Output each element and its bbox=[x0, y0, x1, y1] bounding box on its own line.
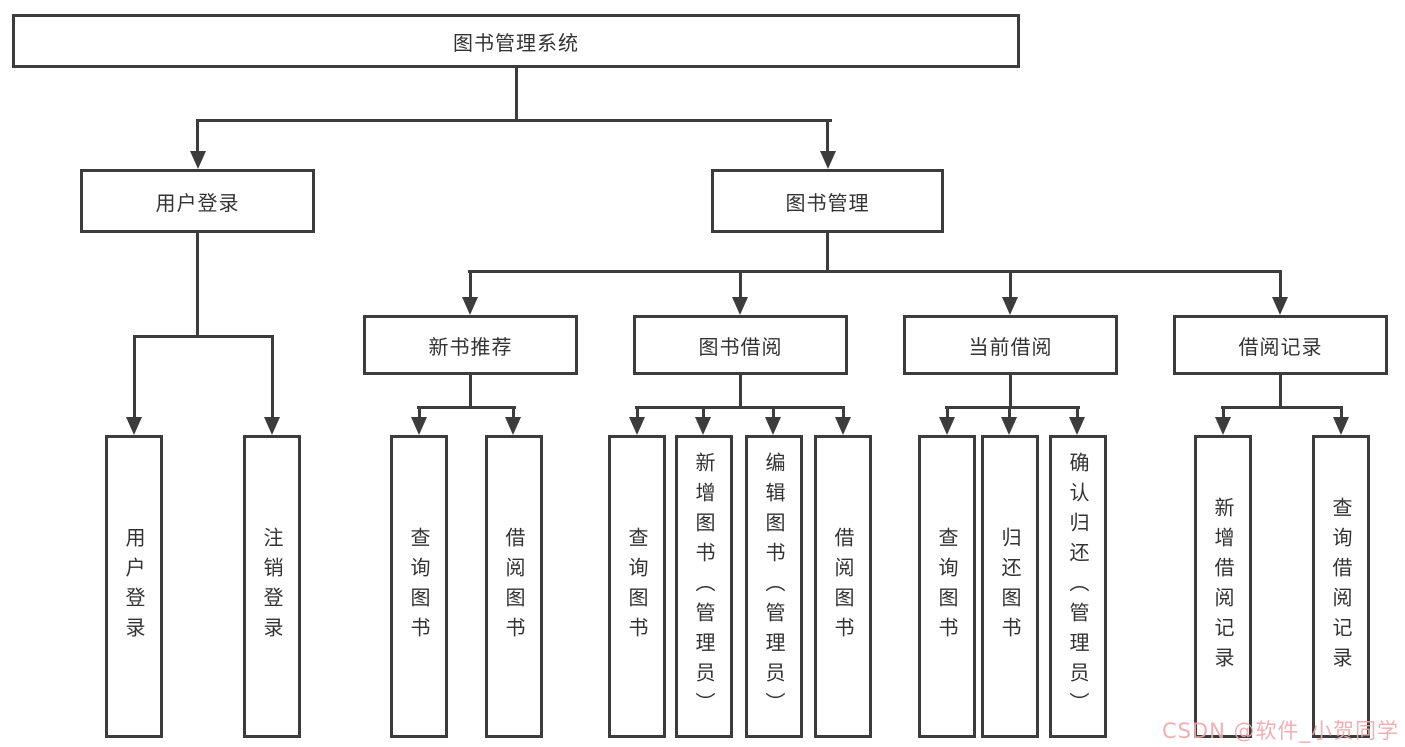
edge-new-book-recommend-down bbox=[469, 375, 472, 408]
edge-stem-leaf bbox=[1222, 406, 1225, 419]
node-user-login-label: 用户登录 bbox=[155, 190, 240, 215]
leaf-borrowing-query-books: 查询图书 bbox=[608, 435, 666, 738]
edge-borrowing-leaves-horizontal bbox=[635, 406, 845, 409]
arrow-into-leaf-borrowing-query bbox=[629, 417, 645, 435]
edge-user-login-down bbox=[196, 233, 199, 337]
arrow-into-leaf-recommend-query bbox=[411, 417, 427, 435]
edge-stem-leaf bbox=[1076, 406, 1079, 419]
node-book-management: 图书管理 bbox=[711, 169, 944, 233]
node-root-label: 图书管理系统 bbox=[453, 30, 579, 55]
leaf-logout-label: 注销登录 bbox=[260, 526, 284, 647]
leaf-records-query-record-label: 查询借阅记录 bbox=[1329, 496, 1353, 677]
edge-borrowing-records-down bbox=[1279, 375, 1282, 408]
leaf-current-query-books-label: 查询图书 bbox=[935, 526, 959, 647]
edge-current-leaves-horizontal bbox=[945, 406, 1080, 409]
edge-current-borrowing-down bbox=[1009, 375, 1012, 408]
node-borrowing-records: 借阅记录 bbox=[1173, 315, 1388, 375]
leaf-records-add-record-label: 新增借阅记录 bbox=[1211, 496, 1235, 677]
arrow-into-leaf-borrowing-borrow bbox=[835, 417, 851, 435]
edge-root-stem bbox=[515, 68, 518, 120]
edge-user-login-horizontal bbox=[133, 335, 274, 338]
edge-stem-leaf-user-login bbox=[133, 335, 136, 419]
edge-stem-borrowing-records bbox=[1279, 270, 1282, 299]
edge-book-management-down bbox=[826, 233, 829, 272]
arrow-into-new-book-recommend bbox=[462, 297, 478, 315]
edge-stem-leaf bbox=[512, 406, 515, 419]
edge-stem-leaf bbox=[1008, 406, 1011, 419]
node-current-borrowing: 当前借阅 bbox=[903, 315, 1118, 375]
leaf-recommend-query-books: 查询图书 bbox=[390, 435, 448, 738]
leaf-current-confirm-return-admin-label: 确认归还（管理员） bbox=[1066, 451, 1090, 722]
arrow-into-leaf-borrowing-edit bbox=[765, 417, 781, 435]
edge-stem-leaf bbox=[946, 406, 949, 419]
edge-book-borrowing-down bbox=[739, 375, 742, 408]
leaf-current-return-books: 归还图书 bbox=[981, 435, 1039, 738]
node-root: 图书管理系统 bbox=[12, 14, 1020, 68]
leaf-logout: 注销登录 bbox=[243, 435, 301, 738]
node-book-management-label: 图书管理 bbox=[785, 190, 870, 215]
arrow-into-leaf-recommend-borrow bbox=[505, 417, 521, 435]
edge-stem-leaf bbox=[636, 406, 639, 419]
arrow-into-leaf-borrowing-add bbox=[695, 417, 711, 435]
arrow-into-current-borrowing bbox=[1002, 297, 1018, 315]
edge-stem-user-login bbox=[196, 119, 199, 152]
leaf-borrowing-add-books-admin: 新增图书（管理员） bbox=[675, 435, 733, 738]
leaf-user-login: 用户登录 bbox=[105, 435, 163, 738]
arrow-into-book-borrowing bbox=[732, 297, 748, 315]
arrow-into-leaf-query-record bbox=[1333, 417, 1349, 435]
node-current-borrowing-label: 当前借阅 bbox=[968, 334, 1053, 359]
node-borrowing-records-label: 借阅记录 bbox=[1238, 334, 1323, 359]
leaf-borrowing-edit-books-admin: 编辑图书（管理员） bbox=[745, 435, 803, 738]
leaf-borrowing-query-books-label: 查询图书 bbox=[625, 526, 649, 647]
leaf-recommend-borrow-books-label: 借阅图书 bbox=[502, 526, 526, 647]
arrow-into-borrowing-records bbox=[1272, 297, 1288, 315]
edge-level2-horizontal bbox=[196, 119, 832, 122]
leaf-records-query-record: 查询借阅记录 bbox=[1312, 435, 1370, 738]
arrow-into-leaf-current-query bbox=[939, 417, 955, 435]
leaf-current-return-books-label: 归还图书 bbox=[998, 526, 1022, 647]
arrow-into-leaf-confirm-return bbox=[1069, 417, 1085, 435]
leaf-recommend-query-books-label: 查询图书 bbox=[407, 526, 431, 647]
leaf-borrowing-borrow-books: 借阅图书 bbox=[814, 435, 872, 738]
arrow-into-book-management bbox=[820, 151, 836, 169]
node-book-borrowing: 图书借阅 bbox=[633, 315, 848, 375]
leaf-user-login-label: 用户登录 bbox=[122, 526, 146, 647]
edge-level3-horizontal bbox=[468, 270, 1282, 273]
arrow-into-leaf-add-record bbox=[1215, 417, 1231, 435]
arrow-into-leaf-user-login bbox=[126, 417, 142, 435]
node-book-borrowing-label: 图书借阅 bbox=[698, 334, 783, 359]
node-new-book-recommend-label: 新书推荐 bbox=[428, 334, 513, 359]
node-new-book-recommend: 新书推荐 bbox=[363, 315, 578, 375]
leaf-borrowing-edit-books-admin-label: 编辑图书（管理员） bbox=[762, 451, 786, 722]
arrow-into-leaf-logout bbox=[264, 417, 280, 435]
edge-stem-leaf bbox=[418, 406, 421, 419]
leaf-current-confirm-return-admin: 确认归还（管理员） bbox=[1049, 435, 1107, 738]
node-user-login: 用户登录 bbox=[80, 169, 315, 233]
arrow-into-leaf-current-return bbox=[1001, 417, 1017, 435]
edge-stem-book-borrowing bbox=[739, 270, 742, 299]
edge-stem-book-management bbox=[826, 119, 829, 152]
edge-stem-new-book-recommend bbox=[469, 270, 472, 299]
edge-stem-leaf bbox=[772, 406, 775, 419]
edge-stem-leaf bbox=[1340, 406, 1343, 419]
leaf-records-add-record: 新增借阅记录 bbox=[1194, 435, 1252, 738]
leaf-current-query-books: 查询图书 bbox=[918, 435, 976, 738]
edge-stem-leaf-logout bbox=[271, 335, 274, 419]
edge-stem-leaf bbox=[702, 406, 705, 419]
leaf-borrowing-add-books-admin-label: 新增图书（管理员） bbox=[692, 451, 716, 722]
edge-records-leaves-horizontal bbox=[1221, 406, 1343, 409]
leaf-borrowing-borrow-books-label: 借阅图书 bbox=[831, 526, 855, 647]
edge-stem-current-borrowing bbox=[1009, 270, 1012, 299]
arrow-into-user-login bbox=[190, 151, 206, 169]
leaf-recommend-borrow-books: 借阅图书 bbox=[485, 435, 543, 738]
edge-stem-leaf bbox=[842, 406, 845, 419]
edge-recommend-leaves-horizontal bbox=[417, 406, 516, 409]
watermark: CSDN @软件_小贺同学 bbox=[1161, 719, 1399, 743]
